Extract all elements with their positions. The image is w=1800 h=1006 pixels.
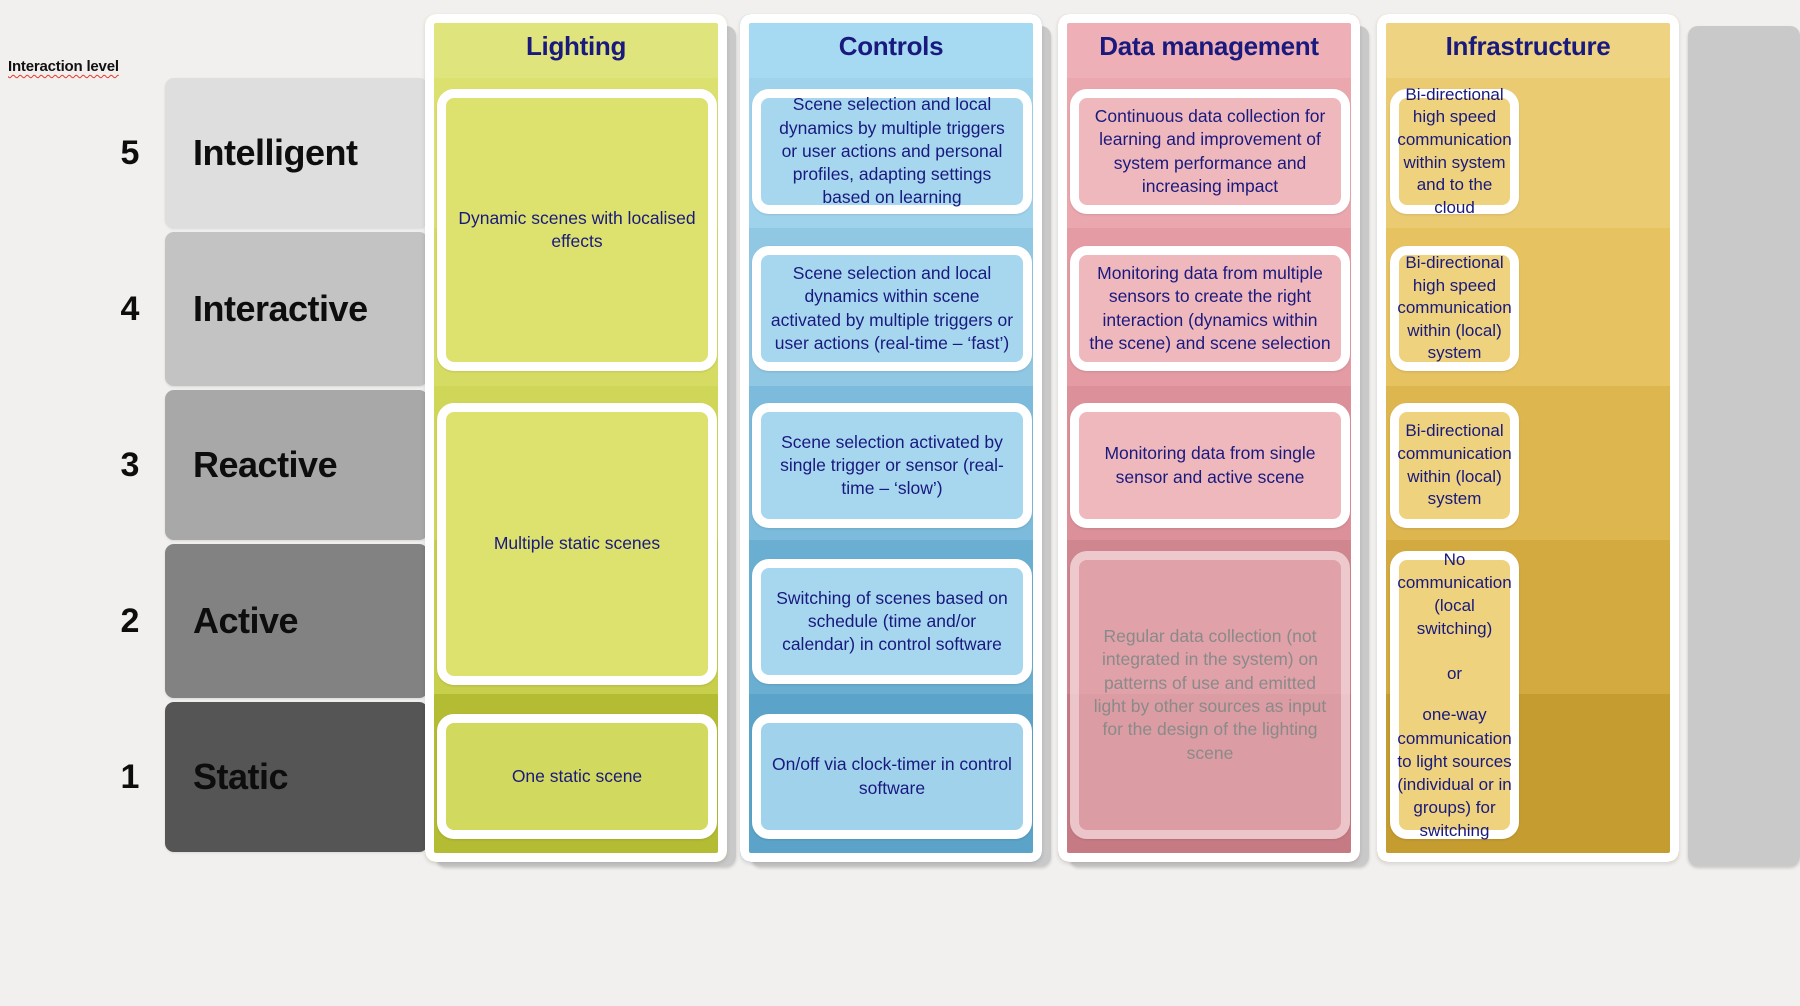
cell-data-regular-collection[interactable]: Regular data collection (not integrated … [1070,551,1350,839]
level-label-active: Active [193,600,299,641]
cell-controls-3[interactable]: Scene selection activated by single trig… [752,403,1032,528]
axis-label-interaction-level: Interaction level [8,58,119,75]
cell-infra-5[interactable]: Bi-directional high speed communication … [1390,85,1519,217]
level-label-interactive: Interactive [193,288,368,329]
cell-infra-3-text: Bi-directional communication within (loc… [1397,421,1512,509]
cell-infra-3[interactable]: Bi-directional communication within (loc… [1390,403,1519,528]
level-label-intelligent: Intelligent [193,132,358,173]
cell-data-3[interactable]: Monitoring data from single sensor and a… [1070,403,1350,528]
cell-controls-4[interactable]: Scene selection and local dynamics withi… [752,246,1032,371]
cell-infra-5-text: Bi-directional high speed communication … [1397,84,1512,217]
cell-lighting-multiple-text: Multiple static scenes [493,533,661,554]
level-number-5: 5 [120,133,140,172]
level-number-4: 4 [120,289,140,328]
cell-controls-2-text: Switching of scenes based on schedule (t… [776,587,1008,655]
level-number-3: 3 [120,445,140,484]
cell-infra-no-communication[interactable]: No communication (local switching) or on… [1390,549,1519,840]
cell-data-4[interactable]: Monitoring data from multiple sensors to… [1070,246,1350,371]
data-band-head [1058,14,1360,78]
controls-band-head [740,14,1042,78]
cell-controls-5[interactable]: Scene selection and local dynamics by mu… [752,89,1032,214]
infra-band-head [1377,14,1679,78]
cell-infra-4-text: Bi-directional high speed communication … [1397,252,1512,363]
column-header-data-management: Data management [1099,30,1319,61]
level-row-active[interactable]: Active [165,544,428,698]
cell-lighting-dynamic[interactable]: Dynamic scenes with localised effects [437,89,717,371]
cell-controls-5-text: Scene selection and local dynamics by mu… [779,94,1005,208]
cell-data-3-text: Monitoring data from single sensor and a… [1104,443,1316,487]
cell-infra-one-way-text: one-way communication to light sources (… [1397,705,1512,840]
column-header-lighting: Lighting [525,30,627,61]
level-row-intelligent[interactable]: Intelligent [165,78,428,228]
column-header-infrastructure: Infrastructure [1445,30,1611,61]
level-label-reactive: Reactive [193,444,338,485]
level-row-interactive[interactable]: Interactive [165,232,428,386]
cell-lighting-one-text: One static scene [511,765,643,786]
column-header-controls: Controls [838,30,944,61]
cell-data-4-text: Monitoring data from multiple sensors to… [1089,262,1331,353]
cell-lighting-multiple[interactable]: Multiple static scenes [437,403,717,685]
cell-controls-4-text: Scene selection and local dynamics withi… [770,262,1014,353]
cell-infra-4[interactable]: Bi-directional high speed communication … [1390,246,1519,371]
level-row-reactive[interactable]: Reactive [165,390,428,540]
level-number-2: 2 [120,601,140,640]
cell-data-5-text: Continuous data collection for learning … [1094,105,1326,196]
cell-controls-1[interactable]: On/off via clock-timer in control softwa… [752,714,1032,839]
level-label-static: Static [193,756,289,797]
cell-controls-3-text: Scene selection activated by single trig… [780,431,1004,499]
cell-lighting-dynamic-text: Dynamic scenes with localised effects [458,207,696,251]
cell-data-regular-collection-text: Regular data collection (not integrated … [1093,626,1327,763]
cell-lighting-one[interactable]: One static scene [437,714,717,839]
cell-controls-1-text: On/off via clock-timer in control softwa… [772,754,1012,798]
cell-controls-2[interactable]: Switching of scenes based on schedule (t… [752,559,1032,684]
cell-data-5[interactable]: Continuous data collection for learning … [1070,89,1350,214]
cell-infra-no-communication-text: No communication (local switching) [1397,549,1512,639]
level-number-1: 1 [120,757,140,796]
lighting-band-head [425,14,727,78]
cell-infra-or-text: or [1446,664,1463,684]
infrastructure-column-shadow [1688,26,1800,866]
level-row-static[interactable]: Static [165,702,428,852]
